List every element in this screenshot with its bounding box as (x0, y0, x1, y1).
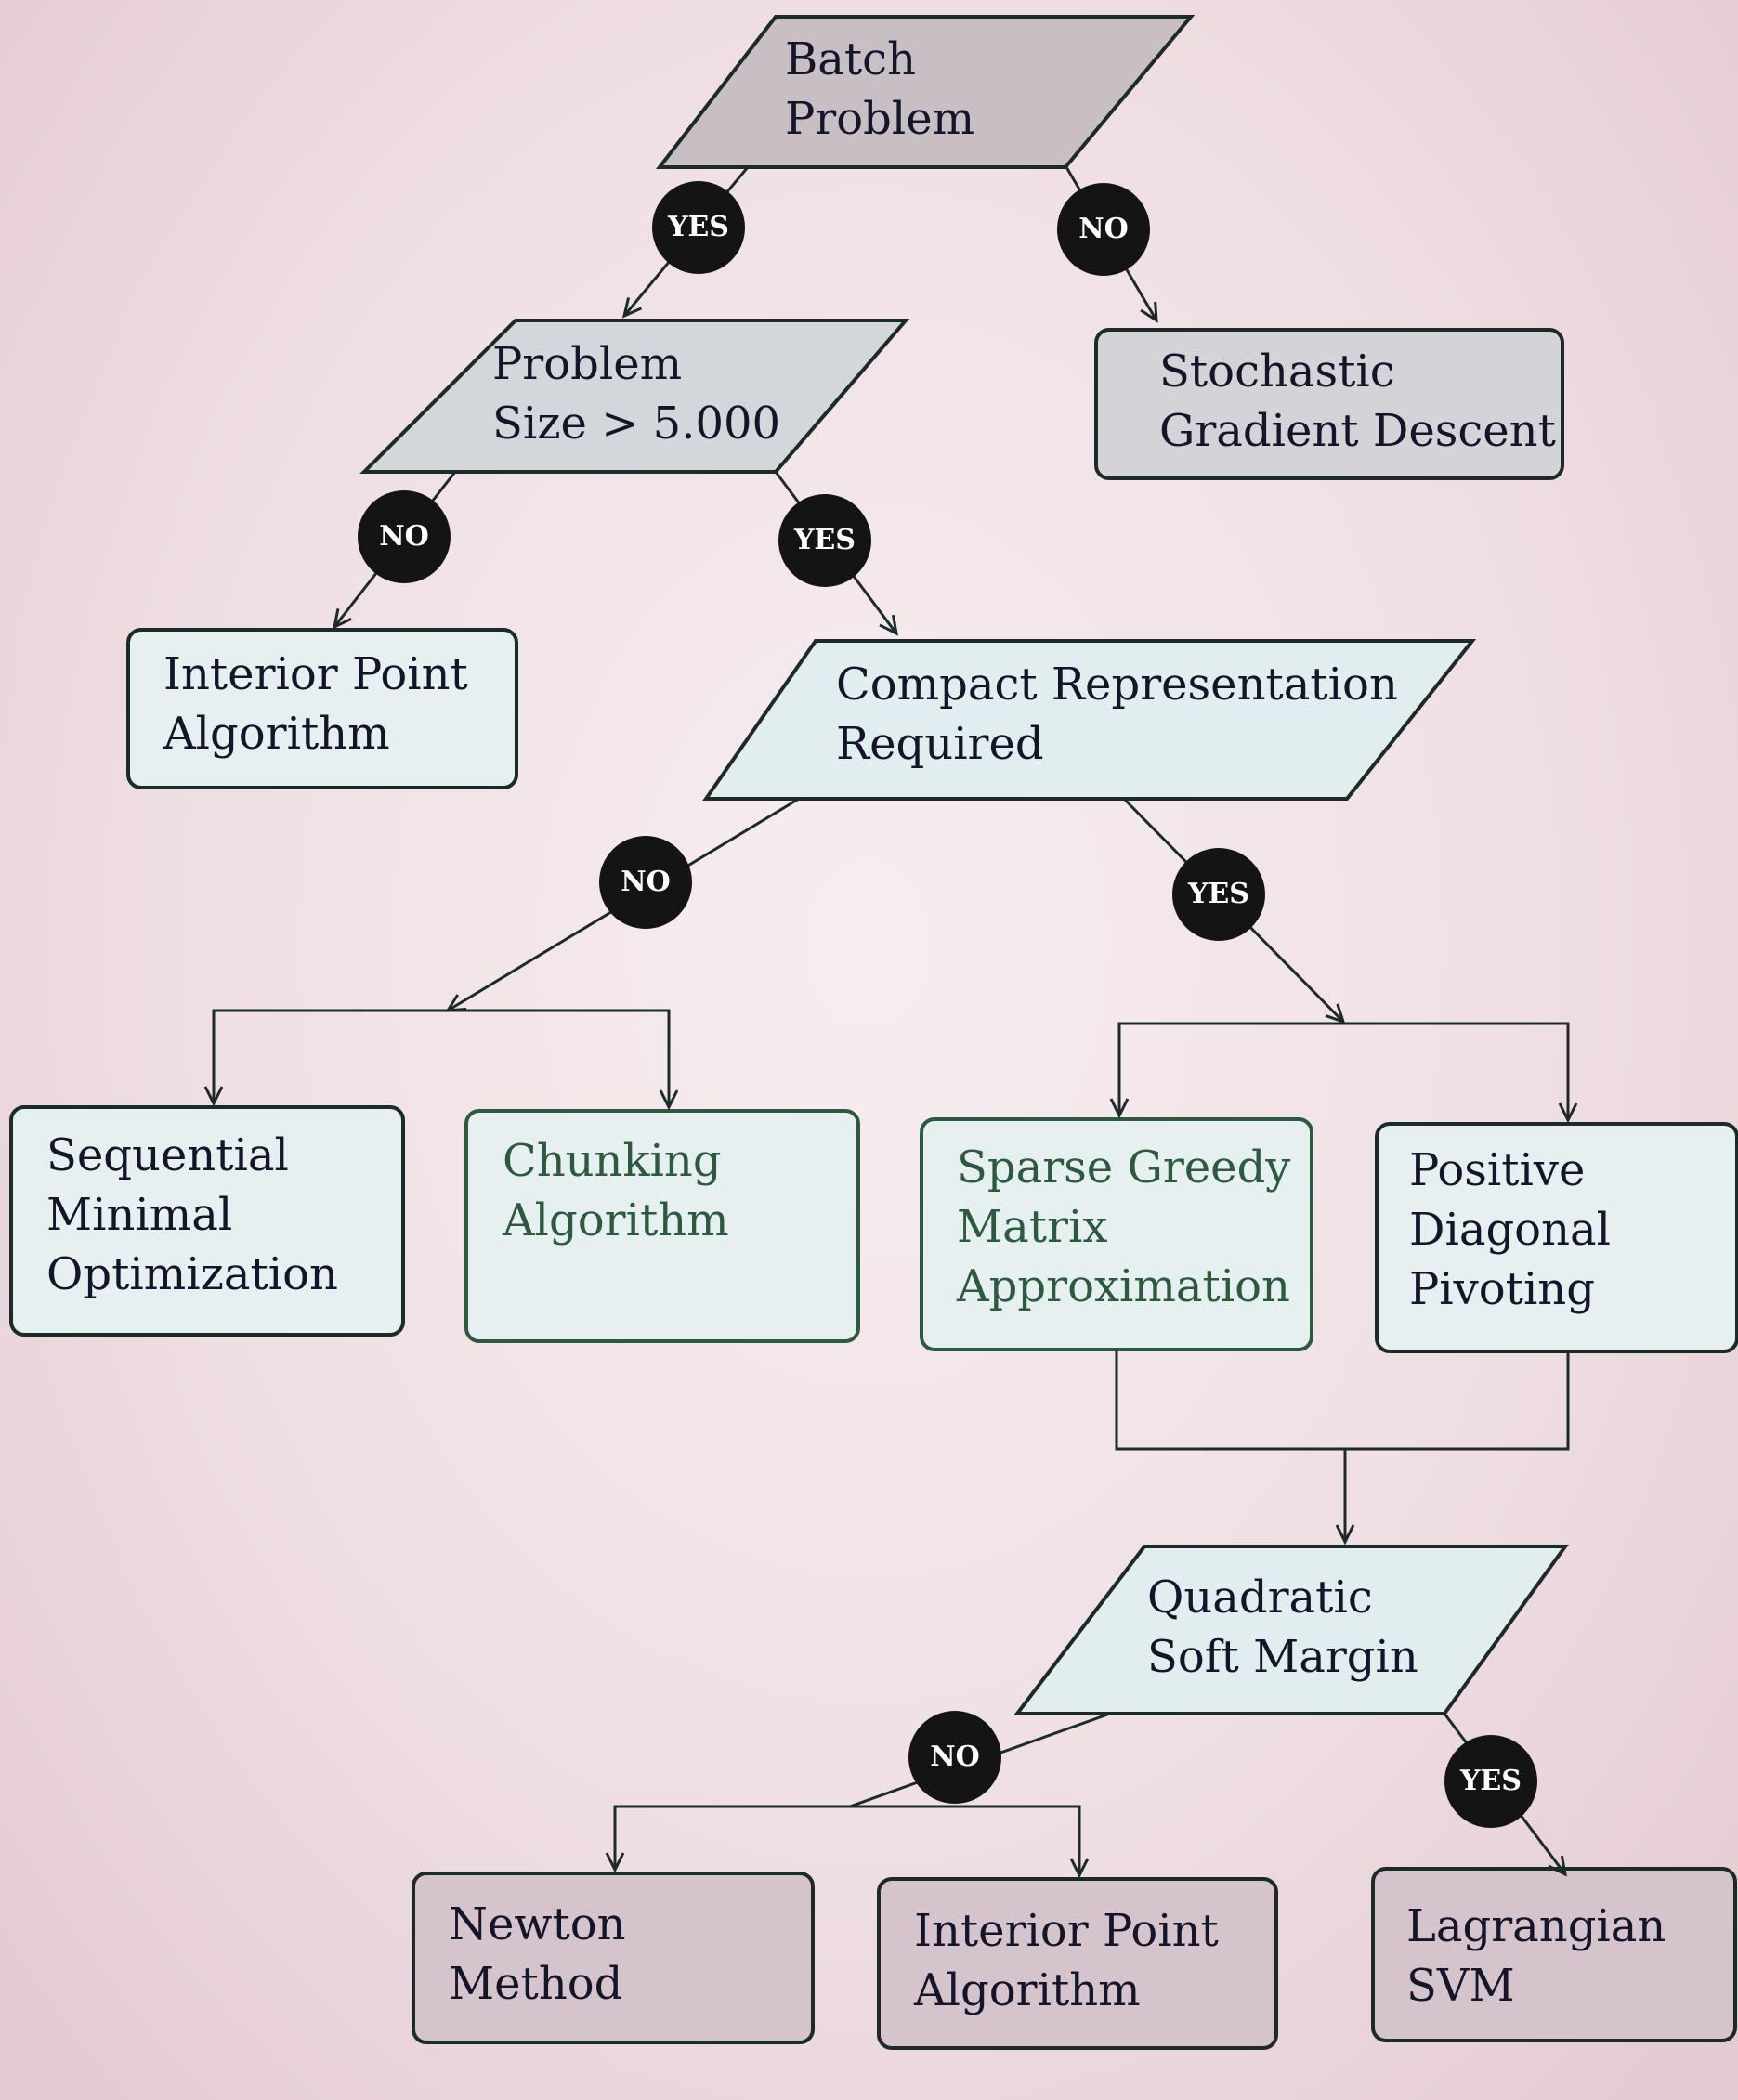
result-positive-diagonal-pivoting-label: Positive Diagonal Pivoting (1409, 1144, 1611, 1315)
edge-no-branch-left (203, 1009, 448, 1107)
edge-no-branch-right (448, 1009, 679, 1111)
result-chunking-algorithm-box (464, 1109, 860, 1343)
edge-yes-branch-right (1343, 1022, 1578, 1124)
result-newton-method-label: Newton Method (449, 1898, 626, 2010)
edge-yes-branch-left (1109, 1022, 1343, 1119)
result-sequential-minimal-optimization-label: Sequential Minimal Optimization (46, 1129, 338, 1300)
result-newton-method-box (412, 1872, 815, 2044)
result-stochastic-gradient-descent-label: Stochastic Gradient Descent (1159, 346, 1556, 457)
result-sparse-greedy-matrix-label: Sparse Greedy Matrix Approximation (957, 1141, 1291, 1312)
decision-batch-problem-shape (655, 15, 1196, 169)
decision-compact-representation-shape (702, 639, 1477, 801)
badge-batch-yes: YES (652, 181, 745, 274)
badge-compact-yes: YES (1172, 848, 1265, 941)
result-positive-diagonal-pivoting-box (1375, 1122, 1738, 1353)
result-chunking-algorithm-label: Chunking Algorithm (503, 1135, 729, 1246)
edge-merge (1115, 1350, 1570, 1451)
decision-compact-representation-label: Compact Representation Required (836, 659, 1398, 770)
result-lagrangian-svm-label: Lagrangian SVM (1406, 1900, 1666, 2012)
result-interior-point-top-box (126, 628, 518, 789)
decision-quadratic-soft-margin-label: Quadratic Soft Margin (1147, 1572, 1418, 1683)
result-stochastic-gradient-descent-box (1094, 328, 1564, 480)
badge-compact-no: NO (599, 836, 692, 929)
edge-quadratic-no (605, 1712, 1111, 1873)
result-sequential-minimal-optimization-box (9, 1105, 405, 1337)
result-interior-point-top-label: Interior Point Algorithm (163, 648, 468, 760)
decision-problem-size-label: Problem Size > 5.000 (492, 338, 781, 450)
decision-batch-problem-label: Batch Problem (785, 33, 975, 145)
result-interior-point-bottom-box (877, 1877, 1278, 2050)
badge-quadratic-yes: YES (1444, 1735, 1537, 1828)
edge-quadratic-no-right (850, 1805, 1090, 1879)
badge-size-yes: YES (778, 494, 871, 587)
result-interior-point-bottom-label: Interior Point Algorithm (914, 1905, 1219, 2016)
badge-quadratic-no: NO (908, 1711, 1001, 1804)
badge-batch-no: NO (1057, 183, 1150, 276)
badge-size-no: NO (358, 490, 451, 583)
